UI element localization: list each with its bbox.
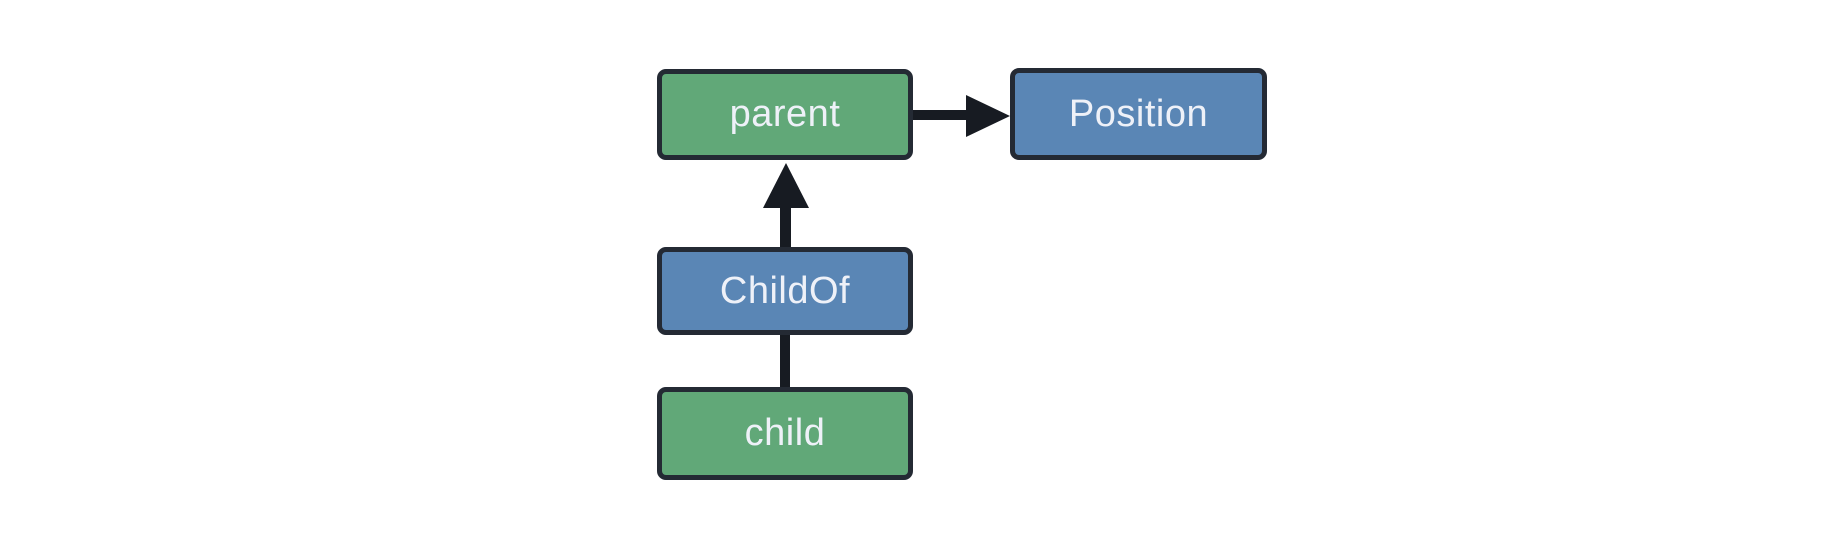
edge-child-to-childof-line	[780, 335, 790, 387]
arrow-up-icon	[763, 163, 809, 208]
edge-childof-to-parent-line	[780, 205, 791, 247]
node-parent: parent	[657, 69, 913, 160]
node-parent-label: parent	[729, 93, 841, 135]
edge-parent-to-position-line	[913, 110, 971, 120]
node-position-label: Position	[1068, 92, 1209, 135]
arrow-right-icon	[966, 95, 1010, 137]
node-child: child	[657, 387, 913, 480]
node-childof: ChildOf	[657, 247, 913, 335]
node-childof-label: ChildOf	[719, 269, 851, 312]
node-child-label: child	[744, 412, 826, 454]
node-position: Position	[1010, 68, 1267, 160]
